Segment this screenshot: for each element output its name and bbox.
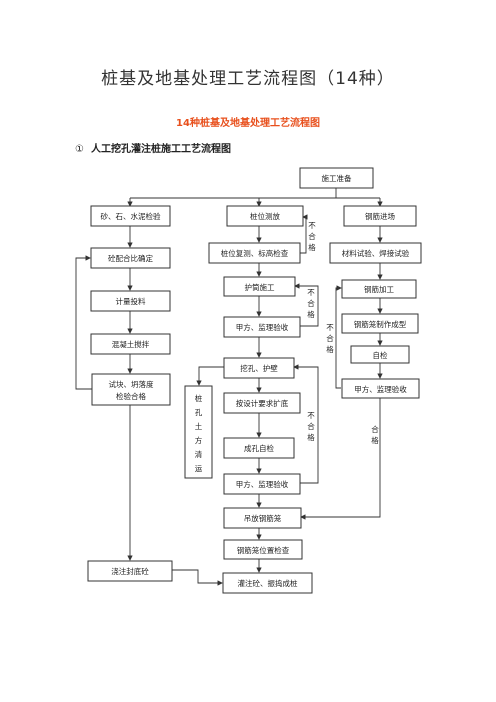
node-accept-3: 甲方、监理验收 (341, 378, 420, 399)
svg-text:试块、坍落度: 试块、坍落度 (109, 379, 154, 389)
svg-text:检验合格: 检验合格 (116, 391, 146, 401)
svg-text:合: 合 (308, 231, 316, 241)
svg-text:合: 合 (307, 421, 315, 431)
node-bell-base: 按设计要求扩底 (223, 392, 301, 414)
svg-text:桩位测放: 桩位测放 (250, 211, 280, 221)
svg-text:混凝土搅拌: 混凝土搅拌 (112, 339, 150, 349)
section-title: 人工挖孔灌注桩施工工艺流程图 (90, 144, 231, 155)
svg-text:合: 合 (326, 333, 334, 343)
svg-text:桩位复测、标高检查: 桩位复测、标高检查 (221, 248, 289, 258)
svg-text:钢筋笼制作成型: 钢筋笼制作成型 (354, 319, 407, 329)
svg-text:钢筋加工: 钢筋加工 (364, 284, 394, 294)
node-cage-check: 钢筋笼位置检查 (223, 539, 303, 560)
section-heading: ① 人工挖孔灌注桩施工工艺流程图 (75, 140, 231, 155)
connectors (75, 188, 383, 586)
node-accept-1: 甲方、监理验收 (223, 316, 301, 338)
node-batching: 计量投料 (90, 290, 171, 312)
svg-text:格: 格 (308, 242, 316, 252)
node-self-check: 自检 (350, 345, 410, 364)
svg-text:格: 格 (371, 435, 379, 445)
section-number: ① (75, 144, 84, 155)
svg-text:挖孔、护壁: 挖孔、护壁 (240, 363, 278, 373)
svg-text:灌注砼、振捣成桩: 灌注砼、振捣成桩 (238, 578, 298, 588)
pass-label: 合 格 (371, 424, 379, 445)
node-hoist-cage: 吊放钢筋笼 (223, 507, 302, 529)
document-subtitle: 14种桩基及地基处理工艺流程图 (176, 118, 320, 129)
svg-text:孔: 孔 (195, 408, 203, 417)
node-excavation: 挖孔、护壁 (223, 357, 295, 379)
fail-label-4: 不 合 格 (326, 323, 334, 354)
node-pile-layout: 桩位测放 (226, 205, 304, 227)
svg-text:方: 方 (195, 435, 203, 445)
node-hole-check: 成孔自检 (223, 437, 295, 459)
svg-text:不: 不 (308, 221, 316, 230)
svg-text:砂、石、水泥检验: 砂、石、水泥检验 (101, 211, 161, 221)
node-slump-test: 试块、坍落度 检验合格 (91, 373, 171, 406)
node-material-welding-test: 材料试验、焊接试验 (329, 242, 422, 264)
svg-text:不: 不 (326, 323, 334, 332)
svg-text:合: 合 (371, 424, 379, 434)
svg-text:不: 不 (307, 288, 315, 297)
svg-text:合: 合 (307, 298, 315, 308)
svg-text:格: 格 (326, 344, 334, 354)
svg-text:格: 格 (307, 432, 315, 442)
svg-text:自检: 自检 (373, 350, 388, 360)
svg-text:吊放钢筋笼: 吊放钢筋笼 (244, 513, 282, 523)
svg-text:护筒施工: 护筒施工 (245, 282, 275, 292)
svg-text:甲方、监理验收: 甲方、监理验收 (236, 479, 289, 489)
svg-text:计量投料: 计量投料 (116, 296, 146, 306)
svg-text:钢筋进场: 钢筋进场 (365, 211, 395, 221)
node-seal-pour: 浇注封底砼 (87, 560, 173, 582)
fail-label-1: 不 合 格 (308, 221, 316, 252)
fail-label-2: 不 合 格 (307, 288, 315, 319)
svg-text:材料试验、焊接试验: 材料试验、焊接试验 (342, 248, 410, 258)
svg-text:格: 格 (307, 309, 315, 319)
svg-text:施工准备: 施工准备 (322, 173, 352, 183)
svg-text:土: 土 (195, 421, 203, 431)
node-cage-fabrication: 钢筋笼制作成型 (341, 313, 419, 334)
node-casing: 护筒施工 (223, 276, 296, 297)
svg-text:按设计要求扩底: 按设计要求扩底 (236, 398, 289, 408)
svg-text:运: 运 (195, 464, 203, 473)
node-steel-arrival: 钢筋进场 (343, 205, 417, 227)
svg-text:清: 清 (195, 449, 203, 459)
svg-text:不: 不 (307, 411, 315, 420)
svg-text:桩: 桩 (195, 393, 203, 403)
node-mix-ratio: 砼配合比确定 (90, 247, 171, 269)
node-final-pour: 灌注砼、振捣成桩 (222, 572, 313, 594)
svg-text:成孔自检: 成孔自检 (244, 443, 274, 453)
document-title: 桩基及地基处理工艺流程图（14种） (101, 69, 395, 89)
svg-text:甲方、监理验收: 甲方、监理验收 (354, 384, 407, 394)
node-prep: 施工准备 (299, 167, 374, 189)
svg-text:甲方、监理验收: 甲方、监理验收 (236, 322, 289, 332)
svg-text:砼配合比确定: 砼配合比确定 (108, 253, 153, 263)
svg-text:浇注封底砼: 浇注封底砼 (111, 566, 149, 576)
node-material-test: 砂、石、水泥检验 (90, 205, 171, 227)
node-mixing: 混凝土搅拌 (90, 333, 171, 355)
node-accept-2: 甲方、监理验收 (223, 473, 301, 495)
node-rebar-processing: 钢筋加工 (341, 279, 417, 299)
svg-text:钢筋笼位置检查: 钢筋笼位置检查 (237, 545, 290, 555)
fail-label-3: 不 合 格 (307, 411, 315, 442)
node-recheck: 桩位复测、标高检查 (208, 242, 301, 264)
node-soil-transport: 桩 孔 土 方 清 运 (184, 385, 213, 479)
